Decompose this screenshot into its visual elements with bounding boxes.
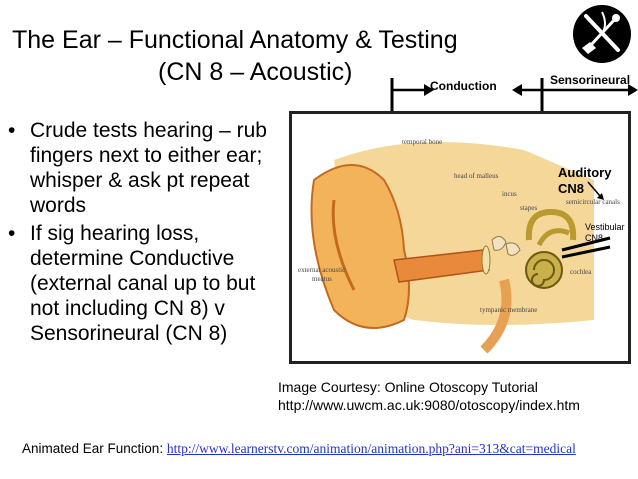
courtesy-url: http://www.uwcm.ac.uk:9080/otoscopy/inde… bbox=[278, 397, 580, 413]
image-courtesy: Image Courtesy: Online Otoscopy Tutorial… bbox=[278, 379, 580, 413]
ear-anatomy-figure: temporal bone head of malleus incus stap… bbox=[289, 111, 631, 364]
label-external-acoustic: external acoustic bbox=[298, 266, 345, 274]
label-temporal-bone: temporal bone bbox=[402, 138, 442, 146]
sensorineural-label: Sensorineural bbox=[550, 73, 631, 87]
slide-title-line1: The Ear – Functional Anatomy & Testing bbox=[12, 26, 458, 54]
label-meatus: meatus bbox=[312, 275, 332, 283]
footer-animated-ear: Animated Ear Function: http://www.learne… bbox=[22, 441, 576, 456]
auditory-pointer-arrow bbox=[587, 181, 604, 200]
label-head-of-malleus: head of malleus bbox=[454, 172, 499, 180]
label-incus: incus bbox=[502, 190, 517, 198]
auditory-cn8-label: Auditory CN8 bbox=[558, 165, 612, 196]
ear-illustration: temporal bone head of malleus incus stap… bbox=[298, 138, 620, 354]
label-tympanic-membrane: tympanic membrane bbox=[480, 306, 537, 314]
bullet-item: •Crude tests hearing – rub fingers next … bbox=[8, 119, 267, 217]
label-stapes: stapes bbox=[520, 204, 537, 212]
slide-title-line2: (CN 8 – Acoustic) bbox=[158, 58, 353, 86]
bullet-item: •If sig hearing loss, determine Conducti… bbox=[8, 222, 256, 345]
animation-link[interactable]: http://www.learnerstv.com/animation/anim… bbox=[166, 441, 576, 456]
vestibular-cn8-label: Vestibular CN8 bbox=[585, 222, 625, 243]
label-semicircular-canals: semicircular canals bbox=[566, 198, 620, 206]
conduction-label: Conduction bbox=[430, 79, 497, 93]
label-cochlea: cochlea bbox=[570, 268, 592, 276]
medical-logo-icon bbox=[573, 5, 631, 63]
bullet-list: •Crude tests hearing – rub fingers next … bbox=[8, 118, 278, 349]
